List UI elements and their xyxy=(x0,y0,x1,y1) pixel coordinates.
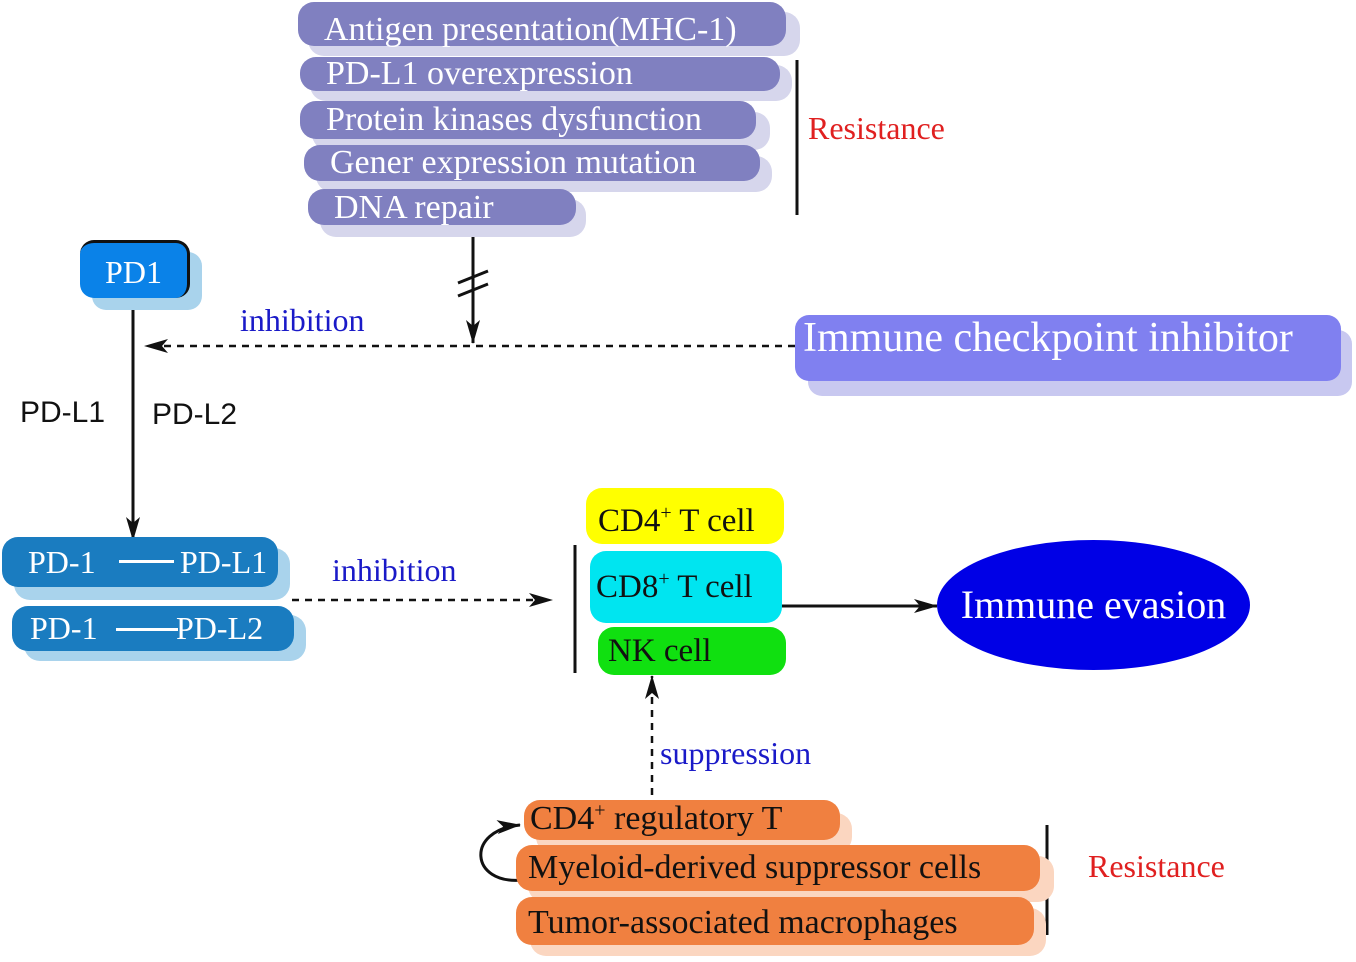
cd8-sup: + xyxy=(658,568,670,590)
cd8-suffix: T cell xyxy=(669,569,753,605)
factor-pdl1-overexpression: PD-L1 overexpression xyxy=(300,57,780,91)
cd4-t-cell: CD4+ T cell xyxy=(586,488,784,544)
immune-evasion-label: Immune evasion xyxy=(960,582,1227,627)
cd8-t-cell: CD8+ T cell xyxy=(590,551,782,623)
self-loop-arrow xyxy=(479,820,523,882)
factor-dna-repair: DNA repair xyxy=(308,189,576,226)
resistance-label-bottom: Resistance xyxy=(1088,848,1225,884)
inhibition-label-mid: inhibition xyxy=(332,552,457,588)
cd8-prefix: CD8 xyxy=(596,569,659,605)
complex-1-right: PD-L1 xyxy=(180,544,268,580)
block-mark-1 xyxy=(457,269,489,285)
tumor-associated-macrophages: Tumor-associated macrophages xyxy=(516,897,1034,945)
nk-cell: NK cell xyxy=(598,627,786,675)
complex-2-right: PD-L2 xyxy=(176,610,264,646)
factor-protein-kinases: Protein kinases dysfunction xyxy=(300,101,756,139)
block-mark-2 xyxy=(457,282,489,298)
factor-antigen-presentation: Antigen presentation(MHC-1) xyxy=(298,2,786,48)
complex-1-left: PD-1 xyxy=(28,544,96,580)
inhibition-label-top: inhibition xyxy=(240,302,365,338)
factor-gene-expression-mutation: Gener expression mutation xyxy=(304,145,760,181)
cd4-regulatory-t: CD4+ regulatory T xyxy=(524,800,840,840)
cd4-suffix: T cell xyxy=(671,503,755,539)
cd4-prefix: CD4 xyxy=(598,503,661,539)
cd4-sup: + xyxy=(660,502,672,524)
pd1-label: PD1 xyxy=(105,254,162,290)
pd1-node: PD1 xyxy=(80,240,190,298)
ligand-pdl1-label: PD-L1 xyxy=(20,396,106,429)
immune-checkpoint-inhibitor: Immune checkpoint inhibitor xyxy=(795,315,1341,381)
treg-suffix: regulatory T xyxy=(605,800,783,837)
ligand-pdl2-label: PD-L2 xyxy=(152,398,238,431)
complex-2-left: PD-1 xyxy=(30,610,98,646)
treg-prefix: CD4 xyxy=(530,800,595,837)
complex-pd1-pdl1: PD-1 PD-L1 xyxy=(2,537,278,587)
resistance-label-top: Resistance xyxy=(808,110,945,146)
complex-1-bond xyxy=(119,560,174,563)
immune-evasion-node: Immune evasion xyxy=(937,540,1250,670)
suppression-label: suppression xyxy=(660,735,812,771)
complex-pd1-pdl2: PD-1 PD-L2 xyxy=(12,606,294,651)
myeloid-derived-suppressor-cells: Myeloid-derived suppressor cells xyxy=(516,845,1040,891)
complex-2-bond xyxy=(116,628,178,631)
treg-sup: + xyxy=(594,799,606,822)
